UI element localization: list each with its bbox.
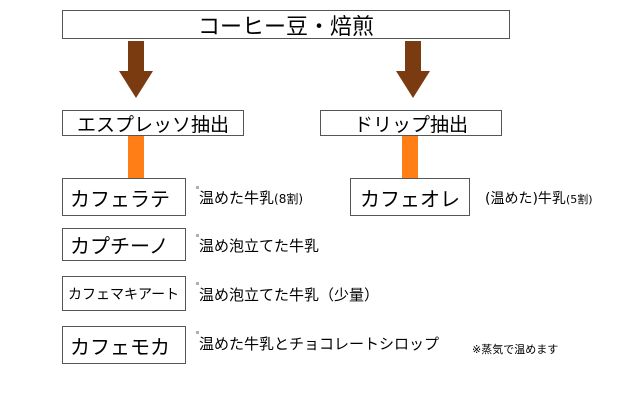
note-caffe-macchiato-text: 温め泡立てた牛乳（少量） bbox=[199, 286, 380, 304]
note-cappuccino: 温め泡立てた牛乳 bbox=[199, 238, 319, 254]
footnote: ※蒸気で温めます bbox=[472, 340, 558, 356]
item-cafe-au-lait-label: カフェオレ bbox=[360, 186, 460, 211]
item-caffe-macchiato: カフェマキアート bbox=[62, 276, 186, 311]
marker-dot bbox=[196, 186, 199, 189]
marker-dot bbox=[196, 282, 199, 285]
connector-espresso bbox=[128, 136, 144, 178]
item-cappuccino: カプチーノ bbox=[62, 228, 186, 261]
note-caffe-latte: 温めた牛乳(8割) bbox=[199, 190, 303, 206]
branch-drip: ドリップ抽出 bbox=[320, 110, 502, 136]
note-caffe-latte-ratio: (8割) bbox=[274, 192, 304, 206]
arrow-down-espresso bbox=[119, 41, 153, 98]
connector-drip bbox=[402, 136, 418, 178]
item-caffe-mocha: カフェモカ bbox=[62, 326, 186, 364]
note-caffe-macchiato: 温め泡立てた牛乳（少量） bbox=[199, 287, 379, 303]
note-caffe-latte-text: 温めた牛乳 bbox=[199, 189, 275, 207]
note-cafe-au-lait-ratio: (5割) bbox=[565, 193, 593, 206]
item-caffe-latte: カフェラテ bbox=[62, 178, 186, 216]
item-caffe-mocha-label: カフェモカ bbox=[70, 334, 170, 359]
branch-espresso-label: エスプレッソ抽出 bbox=[76, 113, 229, 136]
item-caffe-latte-label: カフェラテ bbox=[70, 186, 170, 211]
item-caffe-macchiato-label: カフェマキアート bbox=[68, 286, 180, 303]
branch-drip-label: ドリップ抽出 bbox=[353, 113, 468, 136]
note-caffe-mocha-text: 温めた牛乳とチョコレートシロップ bbox=[199, 335, 440, 353]
note-cappuccino-text: 温め泡立てた牛乳 bbox=[199, 237, 320, 255]
note-cafe-au-lait-text: (温めた)牛乳 bbox=[485, 191, 566, 207]
arrow-down-drip bbox=[396, 41, 430, 98]
item-cafe-au-lait: カフェオレ bbox=[350, 178, 470, 216]
note-cafe-au-lait: (温めた)牛乳(5割) bbox=[485, 190, 593, 206]
branch-espresso: エスプレッソ抽出 bbox=[62, 110, 244, 136]
footnote-text: ※蒸気で温めます bbox=[472, 343, 559, 356]
item-cappuccino-label: カプチーノ bbox=[70, 234, 169, 258]
note-caffe-mocha: 温めた牛乳とチョコレートシロップ bbox=[199, 336, 439, 352]
marker-dot bbox=[196, 234, 199, 237]
marker-dot bbox=[196, 331, 199, 334]
top-node-coffee-roast: コーヒー豆・焙煎 bbox=[62, 10, 510, 40]
top-node-label: コーヒー豆・焙煎 bbox=[197, 14, 374, 40]
